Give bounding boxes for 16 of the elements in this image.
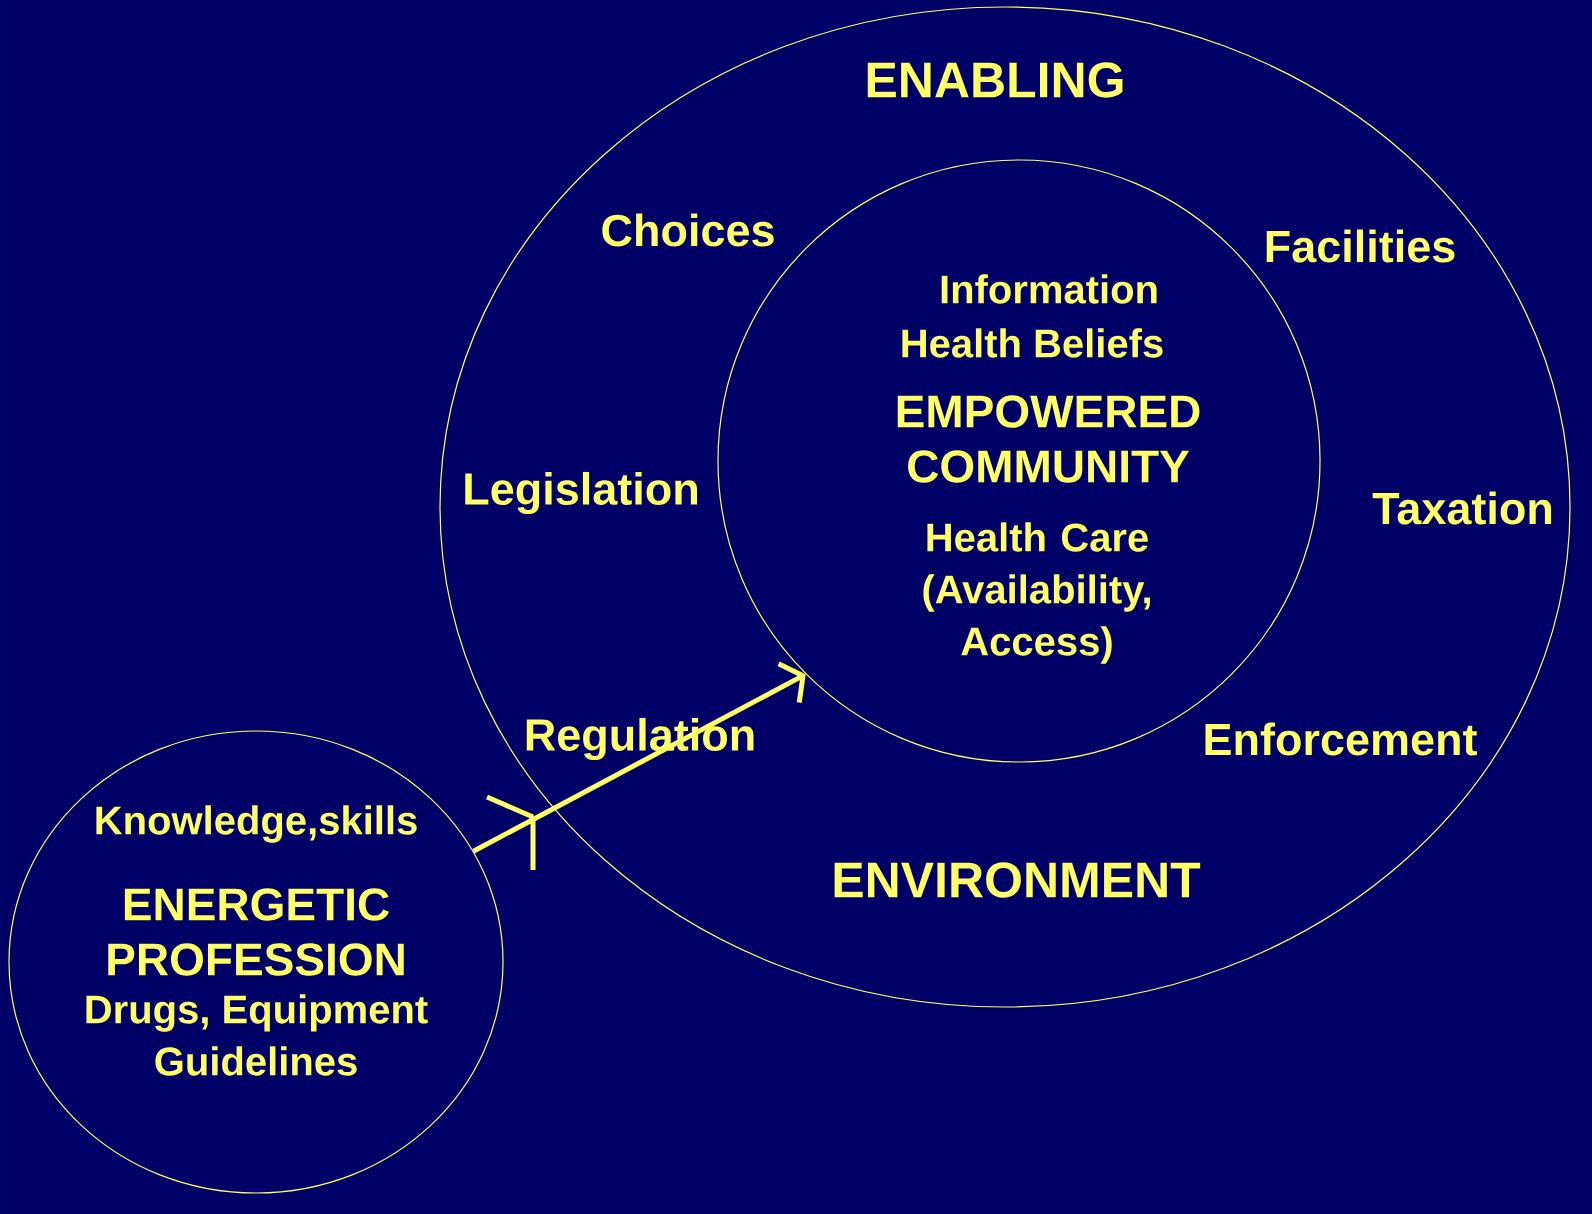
heading-text: ENABLING: [867, 62, 1123, 98]
label-text: Health Care (Availability, Access): [923, 522, 1150, 664]
arrow: [470, 661, 806, 873]
heading-text: ENERGETIC PROFESSION: [108, 888, 404, 976]
label-text: Legislation: [465, 471, 697, 515]
label-text: Health Beliefs: [902, 328, 1163, 358]
label-text: Choices: [602, 213, 774, 247]
label-text: Guidelines: [155, 1046, 357, 1076]
label-text: Taxation: [1372, 491, 1552, 525]
label-text: Drugs, Equipment: [86, 994, 428, 1032]
label-text: Knowledge,skills: [96, 805, 417, 843]
heading-text: EMPOWERED COMMUNITY: [897, 395, 1200, 483]
label-text: Facilities: [1266, 229, 1455, 263]
heading-text: ENVIRONMENT: [834, 862, 1201, 898]
label-text: Enforcement: [1205, 722, 1477, 756]
label-text: Information: [941, 274, 1157, 304]
